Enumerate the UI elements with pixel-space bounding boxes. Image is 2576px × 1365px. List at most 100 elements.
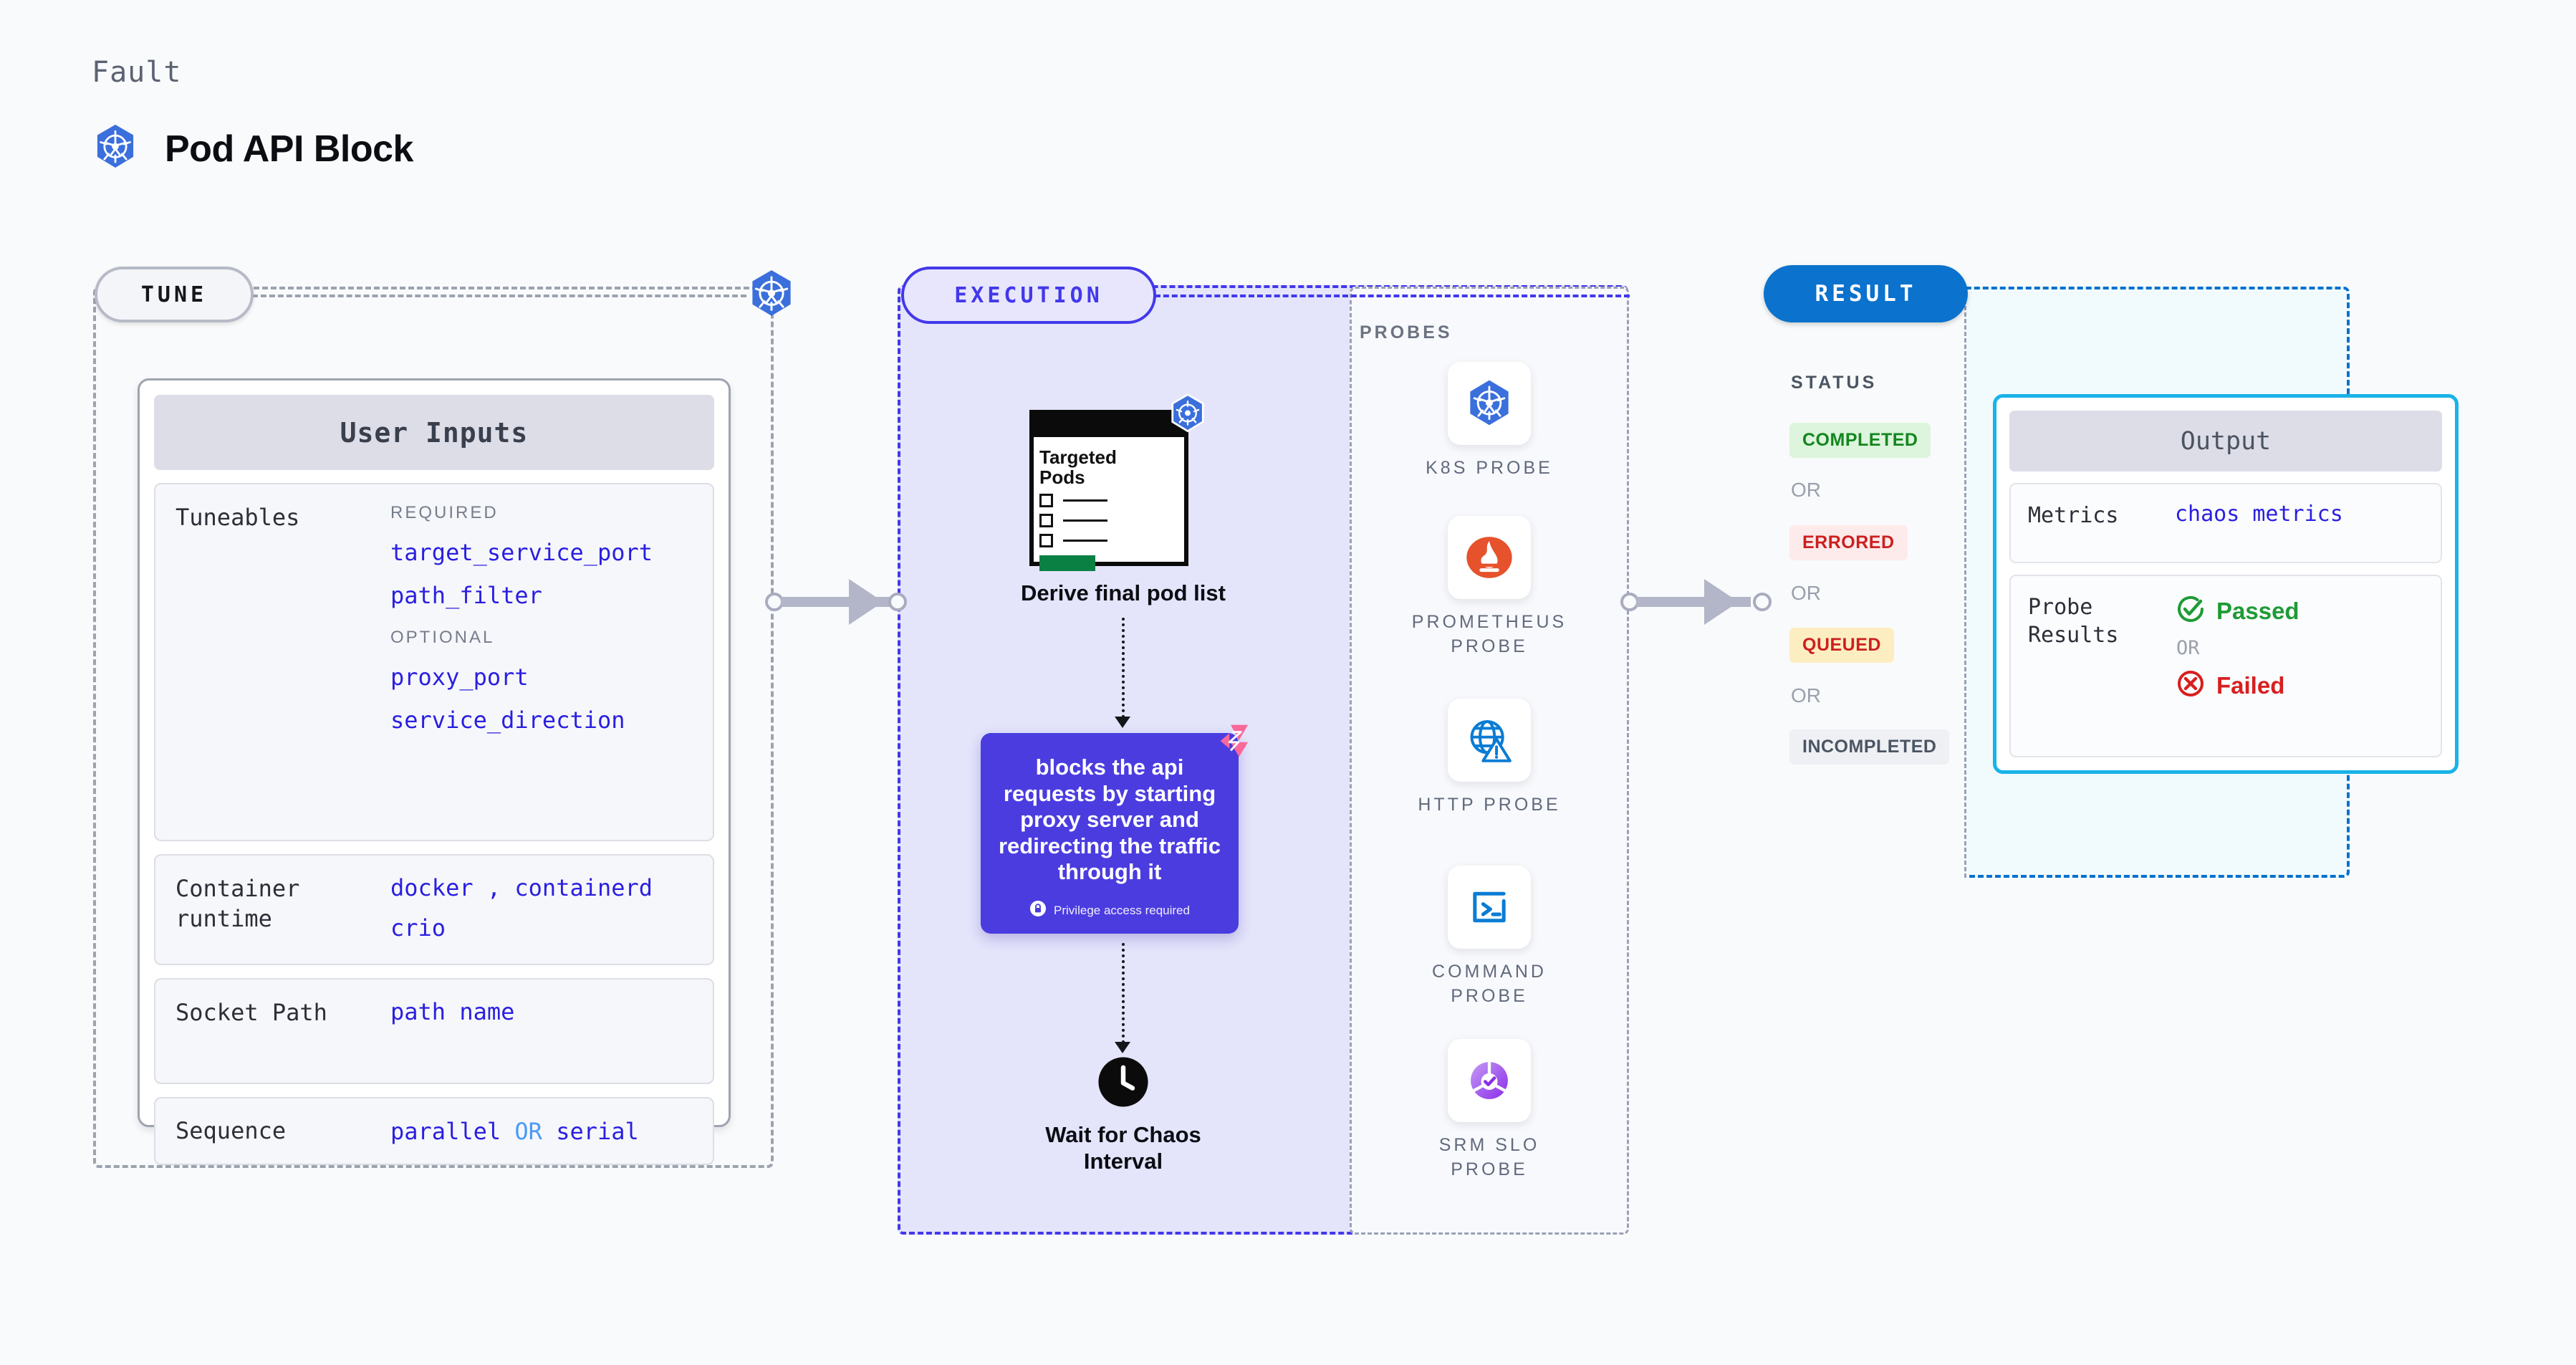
probe-srm-slo[interactable]: SRM SLO PROBE	[1400, 1039, 1579, 1182]
pods-placeholder-line	[1063, 540, 1107, 542]
prometheus-icon	[1448, 516, 1531, 599]
tune-stage-pill[interactable]: TUNE	[95, 267, 254, 322]
execution-pill-label: EXECUTION	[954, 282, 1103, 308]
arrow-right-icon	[1704, 579, 1739, 625]
derive-pod-list-label: Derive final pod list	[1021, 580, 1226, 605]
sequence-or: OR	[514, 1117, 542, 1145]
result-status-column	[1762, 287, 1966, 878]
tunable-target-service-port[interactable]: target_service_port	[390, 539, 653, 566]
privilege-note-text: Privilege access required	[1054, 903, 1190, 917]
optional-heading: OPTIONAL	[390, 628, 495, 647]
tune-section-container	[93, 287, 774, 1168]
failed-label: Failed	[2216, 671, 2285, 699]
tune-pill-label: TUNE	[140, 282, 208, 307]
output-title: Output	[2009, 411, 2442, 471]
tune-pill-connector-line	[252, 294, 746, 297]
tunable-proxy-port[interactable]: proxy_port	[390, 664, 529, 691]
flow-line-fault-to-wait	[1122, 943, 1125, 1043]
tunable-path-filter[interactable]: path_filter	[390, 582, 542, 609]
page-title: Pod API Block	[165, 128, 413, 170]
status-or: OR	[1791, 684, 1821, 707]
container-runtime-row: Container runtime docker , containerd cr…	[154, 854, 714, 965]
checkbox-icon	[1039, 534, 1053, 548]
probe-label: SRM SLO PROBE	[1438, 1135, 1540, 1179]
lock-icon	[1029, 900, 1047, 921]
socket-path-row: Socket Path path name	[154, 978, 714, 1084]
probe-label: COMMAND PROBE	[1432, 962, 1547, 1006]
checkbox-icon	[1039, 494, 1053, 508]
result-pill-label: RESULT	[1815, 281, 1917, 307]
privilege-note: Privilege access required	[981, 900, 1239, 921]
user-inputs-card: User Inputs Tuneables REQUIRED target_se…	[138, 378, 731, 1165]
http-globe-icon	[1448, 699, 1531, 782]
status-title: STATUS	[1791, 373, 1878, 393]
checkbox-icon	[1039, 514, 1053, 528]
kubernetes-icon	[1168, 393, 1208, 437]
status-badge-errored: ERRORED	[1789, 525, 1908, 560]
output-metrics-row: Metrics chaos metrics	[2009, 483, 2442, 563]
pods-title: Targeted Pods	[1039, 446, 1117, 489]
harness-icon	[1211, 723, 1250, 762]
execution-stage-pill[interactable]: EXECUTION	[901, 267, 1156, 324]
fault-eyebrow-label: Fault	[92, 56, 182, 89]
metrics-value: chaos metrics	[2175, 502, 2343, 527]
pods-placeholder-line	[1063, 519, 1107, 522]
connector-end-node	[1753, 593, 1772, 611]
pods-checkbox-row	[1039, 534, 1178, 548]
probe-result-or: OR	[2176, 637, 2200, 659]
probe-label: K8S PROBE	[1426, 458, 1553, 478]
probe-label: PROMETHEUS PROBE	[1411, 612, 1567, 656]
flow-line-derive-to-fault	[1122, 618, 1125, 718]
probe-result-passed: Passed	[2175, 593, 2299, 628]
socket-path-label: Socket Path	[176, 999, 327, 1026]
execution-pill-connector-line	[1155, 294, 1630, 297]
socket-path-value: path name	[390, 998, 515, 1025]
runtime-containerd: containerd	[514, 874, 653, 901]
probe-command[interactable]: COMMAND PROBE	[1400, 866, 1579, 1009]
tuneables-label: Tuneables	[176, 504, 300, 531]
fault-description-text: blocks the api requests by starting prox…	[998, 755, 1221, 885]
connector-end-node	[888, 593, 907, 611]
probe-http[interactable]: HTTP PROBE	[1400, 699, 1579, 818]
connector-start-node	[1620, 593, 1639, 611]
pods-window-titlebar	[1029, 410, 1188, 437]
probe-label: HTTP PROBE	[1418, 795, 1561, 815]
pods-checkbox-row	[1039, 514, 1178, 528]
probe-result-failed: Failed	[2175, 668, 2299, 703]
sequence-parallel: parallel	[390, 1117, 501, 1145]
x-circle-icon	[2175, 668, 2206, 703]
pods-content: Targeted Pods	[1039, 446, 1178, 572]
fault-description-card: blocks the api requests by starting prox…	[981, 724, 1249, 934]
passed-label: Passed	[2216, 597, 2299, 624]
pods-checkbox-row	[1039, 494, 1178, 508]
check-circle-icon	[2175, 593, 2206, 628]
arrow-down-icon	[1115, 1042, 1130, 1053]
probe-k8s[interactable]: K8S PROBE	[1400, 362, 1579, 481]
terminal-icon	[1448, 866, 1531, 949]
fault-title-row: Pod API Block	[92, 123, 413, 174]
kubernetes-icon	[92, 123, 139, 174]
pods-placeholder-line	[1063, 499, 1107, 502]
kubernetes-icon	[746, 269, 797, 322]
status-badge-incompleted: INCOMPLETED	[1789, 729, 1950, 765]
probe-prometheus[interactable]: PROMETHEUS PROBE	[1400, 516, 1579, 659]
arrow-down-icon	[1115, 717, 1130, 728]
status-badge-queued: QUEUED	[1789, 628, 1894, 663]
wait-node-label: Wait for Chaos Interval	[1045, 1122, 1201, 1174]
kubernetes-icon	[1448, 362, 1531, 445]
status-or: OR	[1791, 582, 1821, 604]
result-stage-pill[interactable]: RESULT	[1764, 265, 1968, 322]
arrow-right-icon	[849, 579, 883, 625]
status-badge-completed: COMPLETED	[1789, 423, 1931, 458]
runtime-docker: docker	[390, 874, 474, 901]
targeted-pods-card: Targeted Pods	[1029, 393, 1204, 572]
sequence-label: Sequence	[176, 1116, 287, 1144]
tunable-service-direction[interactable]: service_direction	[390, 707, 625, 734]
pods-progress-bar	[1039, 555, 1095, 572]
wait-for-chaos-interval-node: Wait for Chaos Interval	[898, 1056, 1349, 1174]
srm-slo-icon	[1448, 1039, 1531, 1122]
runtime-crio: crio	[390, 914, 446, 942]
